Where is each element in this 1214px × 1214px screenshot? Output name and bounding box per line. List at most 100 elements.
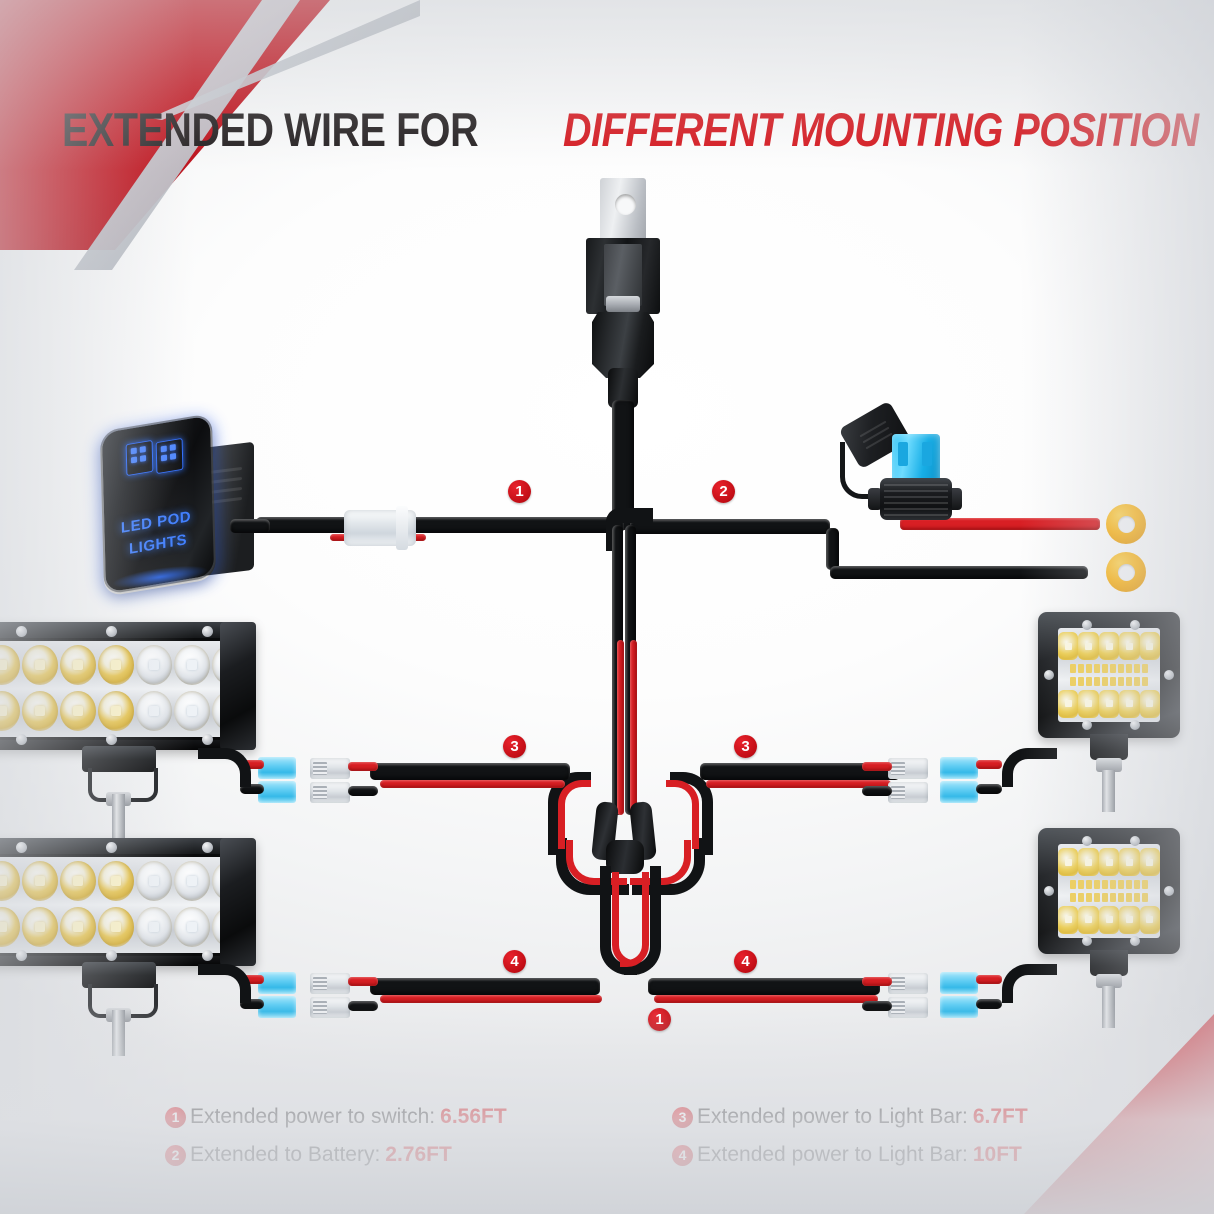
spade-blue-ul-bottom [258,781,296,803]
page-title: EXTENDED WIRE FOR DIFFERENT MOUNTING POS… [62,98,1200,160]
jumper-red-ul [348,762,378,771]
pod-bolt [1082,836,1092,846]
pigtail-red-ur [976,760,1002,769]
light-bar-bolt [106,842,117,853]
legend-item-2: 2 Extended to Battery: 2.76FT [165,1136,507,1174]
fuse-body-rib [884,484,948,486]
light-bar-stem [112,1010,125,1056]
legend-column-right: 3 Extended power to Light Bar: 6.7FT 4 E… [672,1098,1028,1174]
light-bar-bolt [202,734,213,745]
trunk-red-down [617,640,624,815]
light-bar-endcap [220,622,256,750]
badge-3-right-upper: 3 [734,735,757,758]
light-bar-bolt [16,734,27,745]
jumper-black-ll [348,1001,378,1011]
pod-bolt [1130,836,1140,846]
spade-white-ur-bottom [888,782,928,803]
badge-4-left-lower: 4 [503,950,526,973]
light-bar-bolt [202,950,213,961]
fuse-body-rib [884,502,948,504]
pod-top-right-lead [1002,748,1057,787]
legend-label-4: Extended power to Light Bar: [697,1143,968,1166]
legend-column-left: 1 Extended power to switch: 6.56FT 2 Ext… [165,1098,507,1174]
spade-blue-ll-bottom [258,996,296,1018]
inline-connector-flange [396,506,408,550]
light-bar-lens [0,638,222,740]
pod-light-top-right [1038,612,1180,812]
pigtail-red-lr [976,975,1002,984]
page-title-part2: DIFFERENT MOUNTING POSITION [563,102,1200,156]
rocker-switch[interactable]: LED POD LIGHTS [96,415,268,598]
pod-bracket [1090,734,1128,760]
pod-bolt [1130,620,1140,630]
spade-white-lr-top [888,973,928,994]
light-bar-bolt [106,734,117,745]
light-bar-bottom-left-lead [198,964,251,1003]
badge-2-battery-branch: 2 [712,480,735,503]
spade-white-ll-bottom [310,997,350,1018]
relay-mount-hole [615,194,636,215]
pod-lens [1058,628,1160,722]
branch-ul-red-bend-high [558,780,591,849]
jumper-red-ll [348,977,378,986]
pod-bottom-right-lead [1002,964,1057,1003]
legend-badge-2: 2 [165,1144,186,1166]
jumper-red-lr [862,977,892,986]
pod-bracket [1090,950,1128,976]
light-bar-top-left [0,622,256,840]
relay [566,178,678,378]
pod-stem [1102,770,1115,812]
wire-to-battery [630,519,830,534]
light-bar-bolt [16,842,27,853]
legend-badge-3: 3 [672,1106,693,1128]
wire-3-left-sheath [370,763,570,780]
pod-pivot-bolt-right [1164,886,1174,896]
fuse-body-rib [884,490,948,492]
wire-4-right-red [654,995,878,1003]
fuse-body-rib [884,496,948,498]
pigtail-black-lr [976,999,1002,1009]
light-bar-bolt [202,842,213,853]
switch-pod-icon-right [155,437,184,475]
jumper-black-ul [348,786,378,796]
badge-4-right-lower: 4 [734,950,757,973]
spade-blue-lr-bottom [940,996,978,1018]
legend-label-2: Extended to Battery: [190,1143,381,1166]
pod-pivot-bolt-left [1044,670,1054,680]
spade-white-ul-bottom [310,782,350,803]
legend-value-1: 6.56FT [440,1105,507,1128]
pod-pivot-bolt-left [1044,886,1054,896]
blade-fuse-leg-right [922,442,932,466]
light-bar-bolt [202,626,213,637]
ring-terminal-negative [1106,552,1146,592]
blade-fuse-leg-left [898,442,908,466]
legend-item-3: 3 Extended power to Light Bar: 6.7FT [672,1098,1028,1136]
pod-bolt [1082,936,1092,946]
spade-white-lr-bottom [888,997,928,1018]
light-bar-bottom-left [0,838,256,1056]
switch-pod-icon-left [125,439,154,477]
jumper-red-ur [862,762,892,771]
pod-light-bottom-right [1038,828,1180,1028]
page-title-part1: EXTENDED WIRE FOR [62,102,479,156]
wire-4-right-sheath [648,978,880,995]
legend: 1 Extended power to switch: 6.56FT 2 Ext… [0,1098,1214,1190]
badge-1-center-lower: 1 [648,1008,671,1031]
pod-bolt [1082,720,1092,730]
battery-negative-run [830,566,1088,579]
inline-connector [334,504,426,552]
legend-badge-4: 4 [672,1144,693,1166]
spade-white-ll-top [310,973,350,994]
pigtail-black-ur [976,784,1002,794]
wire-4-left-red [380,995,602,1003]
jumper-black-ur [862,786,892,796]
pod-lens [1058,844,1160,938]
badge-1-switch-branch: 1 [508,480,531,503]
spade-blue-lr-top [940,972,978,994]
light-bar-top-left-lead [198,748,251,787]
pod-stem [1102,986,1115,1028]
light-bar-bolt [16,950,27,961]
spade-blue-ul-top [258,757,296,779]
ring-terminal-positive [1106,504,1146,544]
spade-blue-ur-bottom [940,781,978,803]
